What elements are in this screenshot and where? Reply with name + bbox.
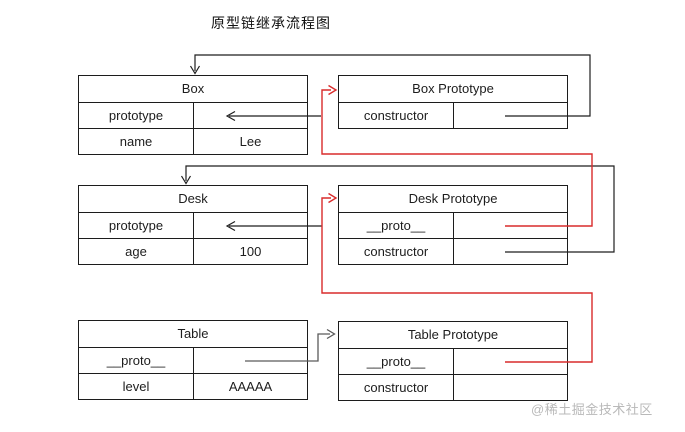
diagram-title: 原型链继承流程图: [211, 16, 331, 32]
table-row-proto: __proto__: [79, 348, 307, 374]
box-name-label: name: [79, 129, 194, 154]
table-prototype-proto-value: [454, 349, 567, 374]
desk-prototype-label: prototype: [79, 213, 194, 238]
box-table: Box prototype name Lee: [78, 75, 308, 155]
table-table-header: Table: [79, 321, 307, 348]
table-prototype-constructor-value: [454, 375, 567, 400]
box-table-header: Box: [79, 76, 307, 103]
table-prototype-constructor-label: constructor: [339, 375, 454, 400]
box-row-name: name Lee: [79, 129, 307, 154]
table-prototype-row-proto: __proto__: [339, 349, 567, 375]
table-level-value: AAAAA: [228, 379, 273, 394]
box-prototype-value: [194, 103, 307, 128]
table-table: Table __proto__ level AAAAA: [78, 320, 308, 400]
desk-age-value: 100: [239, 244, 262, 259]
link-table-proto-to-tableproto-arrowhead: [326, 328, 336, 340]
desk-prototype-table-header: Desk Prototype: [339, 186, 567, 213]
table-proto-label: __proto__: [79, 348, 194, 373]
table-prototype-proto-label: __proto__: [339, 349, 454, 374]
box-prototype-table: Box Prototype constructor: [338, 75, 568, 129]
table-row-level: level AAAAA: [79, 374, 307, 399]
box-prototype-label: prototype: [79, 103, 194, 128]
box-name-value: Lee: [239, 134, 262, 149]
box-prototype-constructor-value: [454, 103, 567, 128]
box-prototype-constructor-label: constructor: [339, 103, 454, 128]
link-deskproto-constructor-to-desk-arrowhead: [180, 175, 192, 185]
table-level-label: level: [79, 374, 194, 399]
desk-prototype-constructor-value: [454, 239, 567, 264]
desk-age-label: age: [79, 239, 194, 264]
link-boxproto-constructor-to-box-arrowhead: [189, 65, 201, 75]
table-prototype-table: Table Prototype __proto__ constructor: [338, 321, 568, 401]
link-tableproto-proto-to-deskproto-arrowhead: [328, 192, 338, 204]
table-prototype-table-header: Table Prototype: [339, 322, 567, 349]
desk-prototype-row-proto: __proto__: [339, 213, 567, 239]
desk-prototype-table: Desk Prototype __proto__ constructor: [338, 185, 568, 265]
desk-row-age: age 100: [79, 239, 307, 264]
table-prototype-row-constructor: constructor: [339, 375, 567, 400]
desk-prototype-row-constructor: constructor: [339, 239, 567, 264]
desk-table: Desk prototype age 100: [78, 185, 308, 265]
box-row-prototype: prototype: [79, 103, 307, 129]
desk-row-prototype: prototype: [79, 213, 307, 239]
desk-prototype-proto-label: __proto__: [339, 213, 454, 238]
desk-prototype-proto-value: [454, 213, 567, 238]
link-deskproto-proto-to-boxproto-arrowhead: [328, 84, 338, 96]
watermark: @稀土掘金技术社区: [531, 402, 653, 417]
box-prototype-row-constructor: constructor: [339, 103, 567, 128]
desk-prototype-value: [194, 213, 307, 238]
desk-prototype-constructor-label: constructor: [339, 239, 454, 264]
table-proto-value: [194, 348, 307, 373]
box-prototype-table-header: Box Prototype: [339, 76, 567, 103]
desk-table-header: Desk: [79, 186, 307, 213]
